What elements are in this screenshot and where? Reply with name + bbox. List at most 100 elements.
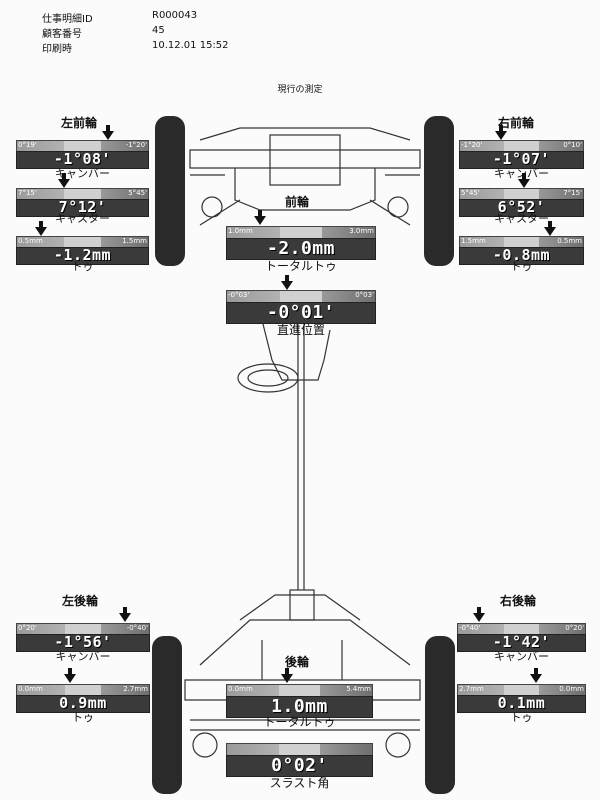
rear-left-camber-caption: キャンバー <box>55 650 111 663</box>
front-total-toe-value: -2.0mm <box>266 238 336 259</box>
rear-right-camber-min: -0°40' <box>459 624 481 632</box>
front-total-toe-arrow-icon <box>254 210 266 225</box>
front-right-caster-arrow-icon <box>518 173 530 188</box>
rear-right-toe-min: 2.7mm <box>459 685 484 693</box>
straight-ahead-min: -0°03' <box>228 291 250 299</box>
rear-right-camber-caption: キャンバー <box>494 650 549 663</box>
front-right-toe-caption: トゥ <box>510 260 533 273</box>
rear-total-toe-max: 5.4mm <box>346 685 371 693</box>
customer-number-label: 顧客番号 <box>42 29 82 40</box>
rear-right-toe-max: 0.0mm <box>559 685 584 693</box>
straight-ahead-max: 0°03' <box>355 291 374 299</box>
front-left-toe-min: 0.5mm <box>18 237 43 245</box>
front-left-camber-gauge: 0°19' -1°20' -1°08' キャンバー <box>16 140 149 180</box>
front-section-label: 前輪 <box>285 195 310 209</box>
front-left-caster-value: 7°12' <box>58 198 107 216</box>
front-left-caster-caption: キャスター <box>55 212 110 225</box>
rear-total-toe-min: 0.0mm <box>228 685 253 693</box>
rear-left-camber-gauge: 0°20' -0°40' -1°56' キャンバー <box>16 623 150 663</box>
rear-left-camber-arrow-icon <box>119 607 131 622</box>
rear-right-camber-gauge: -0°40' 0°20' -1°42' キャンバー <box>457 623 586 663</box>
rear-left-toe-arrow-icon <box>64 668 76 683</box>
print-time-label: 印刷時 <box>42 44 72 55</box>
front-right-toe-value: -0.8mm <box>492 246 551 264</box>
front-right-toe-gauge: 1.5mm 0.5mm -0.8mm トゥ <box>459 236 584 273</box>
rear-total-toe-value: 1.0mm <box>271 696 328 717</box>
front-left-caster-max: 5°45' <box>128 189 147 197</box>
rear-total-toe-caption: トータルトゥ <box>263 715 336 729</box>
rear-right-camber-max: 0°20' <box>565 624 584 632</box>
rear-right-toe-caption: トゥ <box>510 711 533 724</box>
front-right-camber-arrow-icon <box>495 125 507 140</box>
front-right-caster-caption: キャスター <box>494 212 549 225</box>
front-left-toe-arrow-icon <box>35 221 47 236</box>
front-left-caster-arrow-icon <box>58 173 70 188</box>
job-id-label: 仕事明細ID <box>42 14 93 25</box>
rear-right-camber-value: -1°42' <box>492 633 551 651</box>
front-left-camber-min: 0°19' <box>18 141 37 149</box>
front-right-caster-min: 5°45' <box>461 189 480 197</box>
rear-total-toe-gauge: 0.0mm 5.4mm 1.0mm トータルトゥ <box>226 684 373 729</box>
front-left-toe-value: -1.2mm <box>53 246 112 264</box>
front-right-toe-max: 0.5mm <box>557 237 582 245</box>
front-right-tire <box>424 116 454 266</box>
front-right-label: 右前輪 <box>498 116 535 130</box>
front-right-caster-max: 7°15' <box>563 189 582 197</box>
straight-ahead-caption: 直進位置 <box>276 323 325 337</box>
rear-left-toe-max: 2.7mm <box>123 685 148 693</box>
rear-right-toe-gauge: 2.7mm 0.0mm 0.1mm トゥ <box>457 684 586 724</box>
front-left-camber-max: -1°20' <box>125 141 147 149</box>
front-right-camber-gauge: -1°20' 0°10' -1°07' キャンバー <box>459 140 584 180</box>
front-right-toe-arrow-icon <box>544 221 556 236</box>
front-right-caster-gauge: 5°45' 7°15' 6°52' キャスター <box>459 188 584 225</box>
rear-left-camber-max: -0°40' <box>126 624 148 632</box>
steering-column <box>237 300 331 590</box>
front-axle-assembly <box>189 127 421 226</box>
thrust-angle-value: 0°02' <box>271 755 328 776</box>
rear-left-camber-min: 0°20' <box>18 624 37 632</box>
rear-section-label: 後輪 <box>285 655 310 669</box>
front-left-caster-min: 7°15' <box>18 189 37 197</box>
rear-right-toe-arrow-icon <box>530 668 542 683</box>
front-left-camber-caption: キャンバー <box>55 167 110 180</box>
customer-number-value: 45 <box>152 25 165 36</box>
thrust-angle-caption: スラスト角 <box>269 776 330 790</box>
front-total-toe-caption: トータルトゥ <box>264 259 337 273</box>
rear-left-camber-value: -1°56' <box>54 633 112 651</box>
front-total-toe-gauge: 1.0mm 3.0mm -2.0mm トータルトゥ <box>226 226 376 273</box>
front-left-tire <box>155 116 185 266</box>
job-id-value: R000043 <box>152 10 198 21</box>
thrust-angle-gauge: 0°02' スラスト角 <box>226 743 373 790</box>
front-left-toe-gauge: 0.5mm 1.5mm -1.2mm トゥ <box>16 236 149 273</box>
front-total-toe-max: 3.0mm <box>349 227 374 235</box>
front-right-toe-min: 1.5mm <box>461 237 486 245</box>
rear-left-toe-value: 0.9mm <box>59 694 107 712</box>
rear-left-tire <box>152 636 182 794</box>
print-time-value: 10.12.01 15:52 <box>152 40 229 51</box>
front-right-camber-value: -1°07' <box>492 150 551 168</box>
straight-ahead-gauge: -0°03' 0°03' -0°01' 直進位置 <box>226 290 376 337</box>
front-right-camber-caption: キャンバー <box>494 167 549 180</box>
rear-left-label: 左後輪 <box>62 594 99 608</box>
rear-left-toe-gauge: 0.0mm 2.7mm 0.9mm トゥ <box>16 684 150 724</box>
rear-axle-assembly <box>184 589 421 758</box>
straight-ahead-value: -0°01' <box>266 302 336 323</box>
front-right-camber-max: 0°10' <box>563 141 582 149</box>
rear-total-toe-arrow-icon <box>281 668 293 683</box>
rear-right-toe-value: 0.1mm <box>497 694 546 712</box>
rear-right-tire <box>425 636 455 794</box>
front-left-caster-gauge: 7°15' 5°45' 7°12' キャスター <box>16 188 149 225</box>
rear-left-toe-caption: トゥ <box>72 711 94 724</box>
report-title: 現行の測定 <box>277 85 323 95</box>
rear-left-toe-min: 0.0mm <box>18 685 43 693</box>
front-left-camber-value: -1°08' <box>53 150 112 168</box>
straight-ahead-arrow-icon <box>281 275 293 290</box>
front-total-toe-min: 1.0mm <box>228 227 253 235</box>
front-right-caster-value: 6°52' <box>497 198 546 216</box>
front-left-camber-arrow-icon <box>102 125 114 140</box>
rear-right-camber-arrow-icon <box>473 607 485 622</box>
front-left-toe-caption: トゥ <box>71 260 94 273</box>
rear-right-label: 右後輪 <box>500 594 537 608</box>
